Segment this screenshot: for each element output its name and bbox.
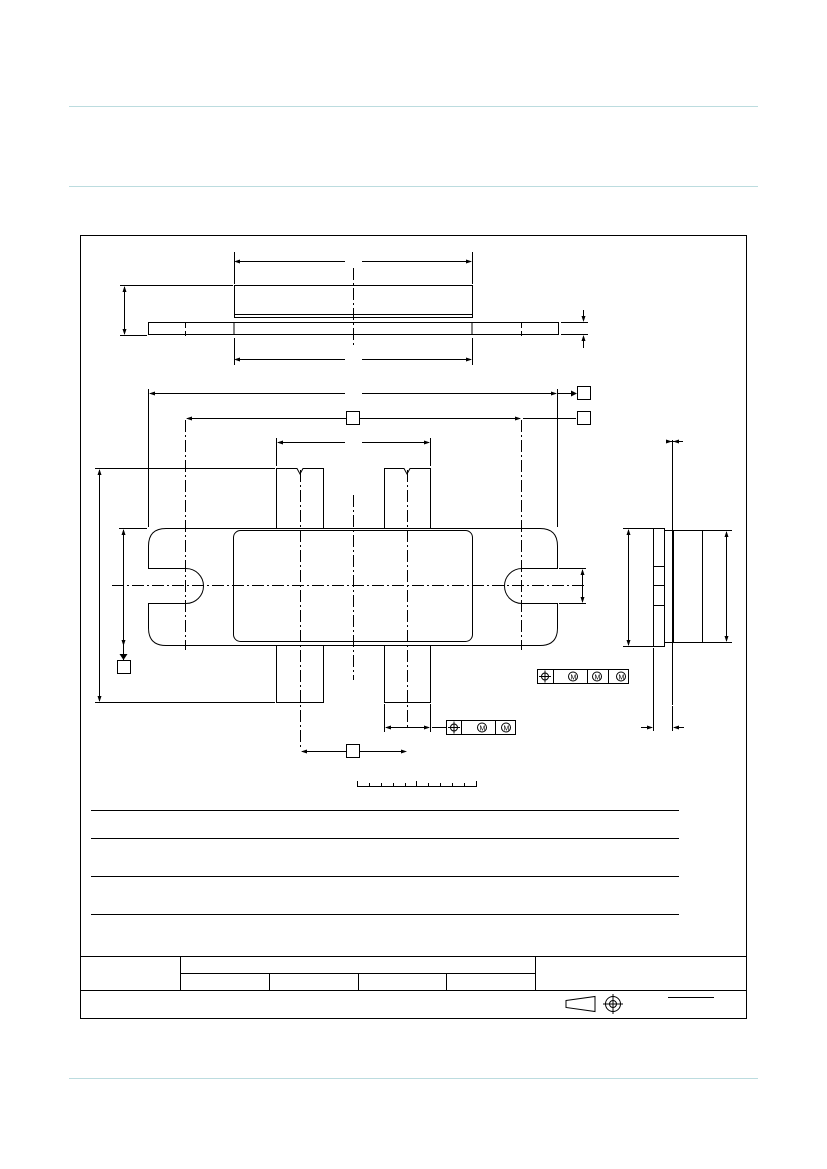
dimension-arrowheads [97,259,729,754]
mmc-letter: M [619,675,625,682]
position-icon [539,670,551,683]
scale-bar [357,781,477,787]
gdt-frame-1: M M M [537,669,629,684]
gdt-frame-2: M M [446,720,516,735]
mmc-letter: M [504,726,510,733]
drawing-frame [80,235,747,1019]
mmc-letter: M [480,726,486,733]
position-icon [448,721,460,734]
datum-box-5 [346,744,360,758]
mmc-modifier-icon [592,671,602,682]
side-elevation-view [120,252,588,365]
plan-view [95,386,591,758]
mmc-letter: M [571,675,577,682]
header-rule-bottom [69,186,758,187]
title-block [80,956,747,998]
datum-box-1 [577,386,591,400]
mmc-modifier-icon [477,722,487,733]
mmc-modifier-icon [501,722,511,733]
datum-box-3 [577,411,591,425]
third-angle-projection-icon [565,994,623,1014]
end-view [623,440,732,731]
header-rule-top [69,106,758,107]
mmc-modifier-icon [568,671,578,682]
mmc-letter: M [595,675,601,682]
dimension-table [91,810,679,915]
mmc-modifier-icon [616,671,626,682]
datum-box-4 [117,660,131,674]
footer-rule [69,1078,758,1079]
datum-box-2 [346,411,360,425]
